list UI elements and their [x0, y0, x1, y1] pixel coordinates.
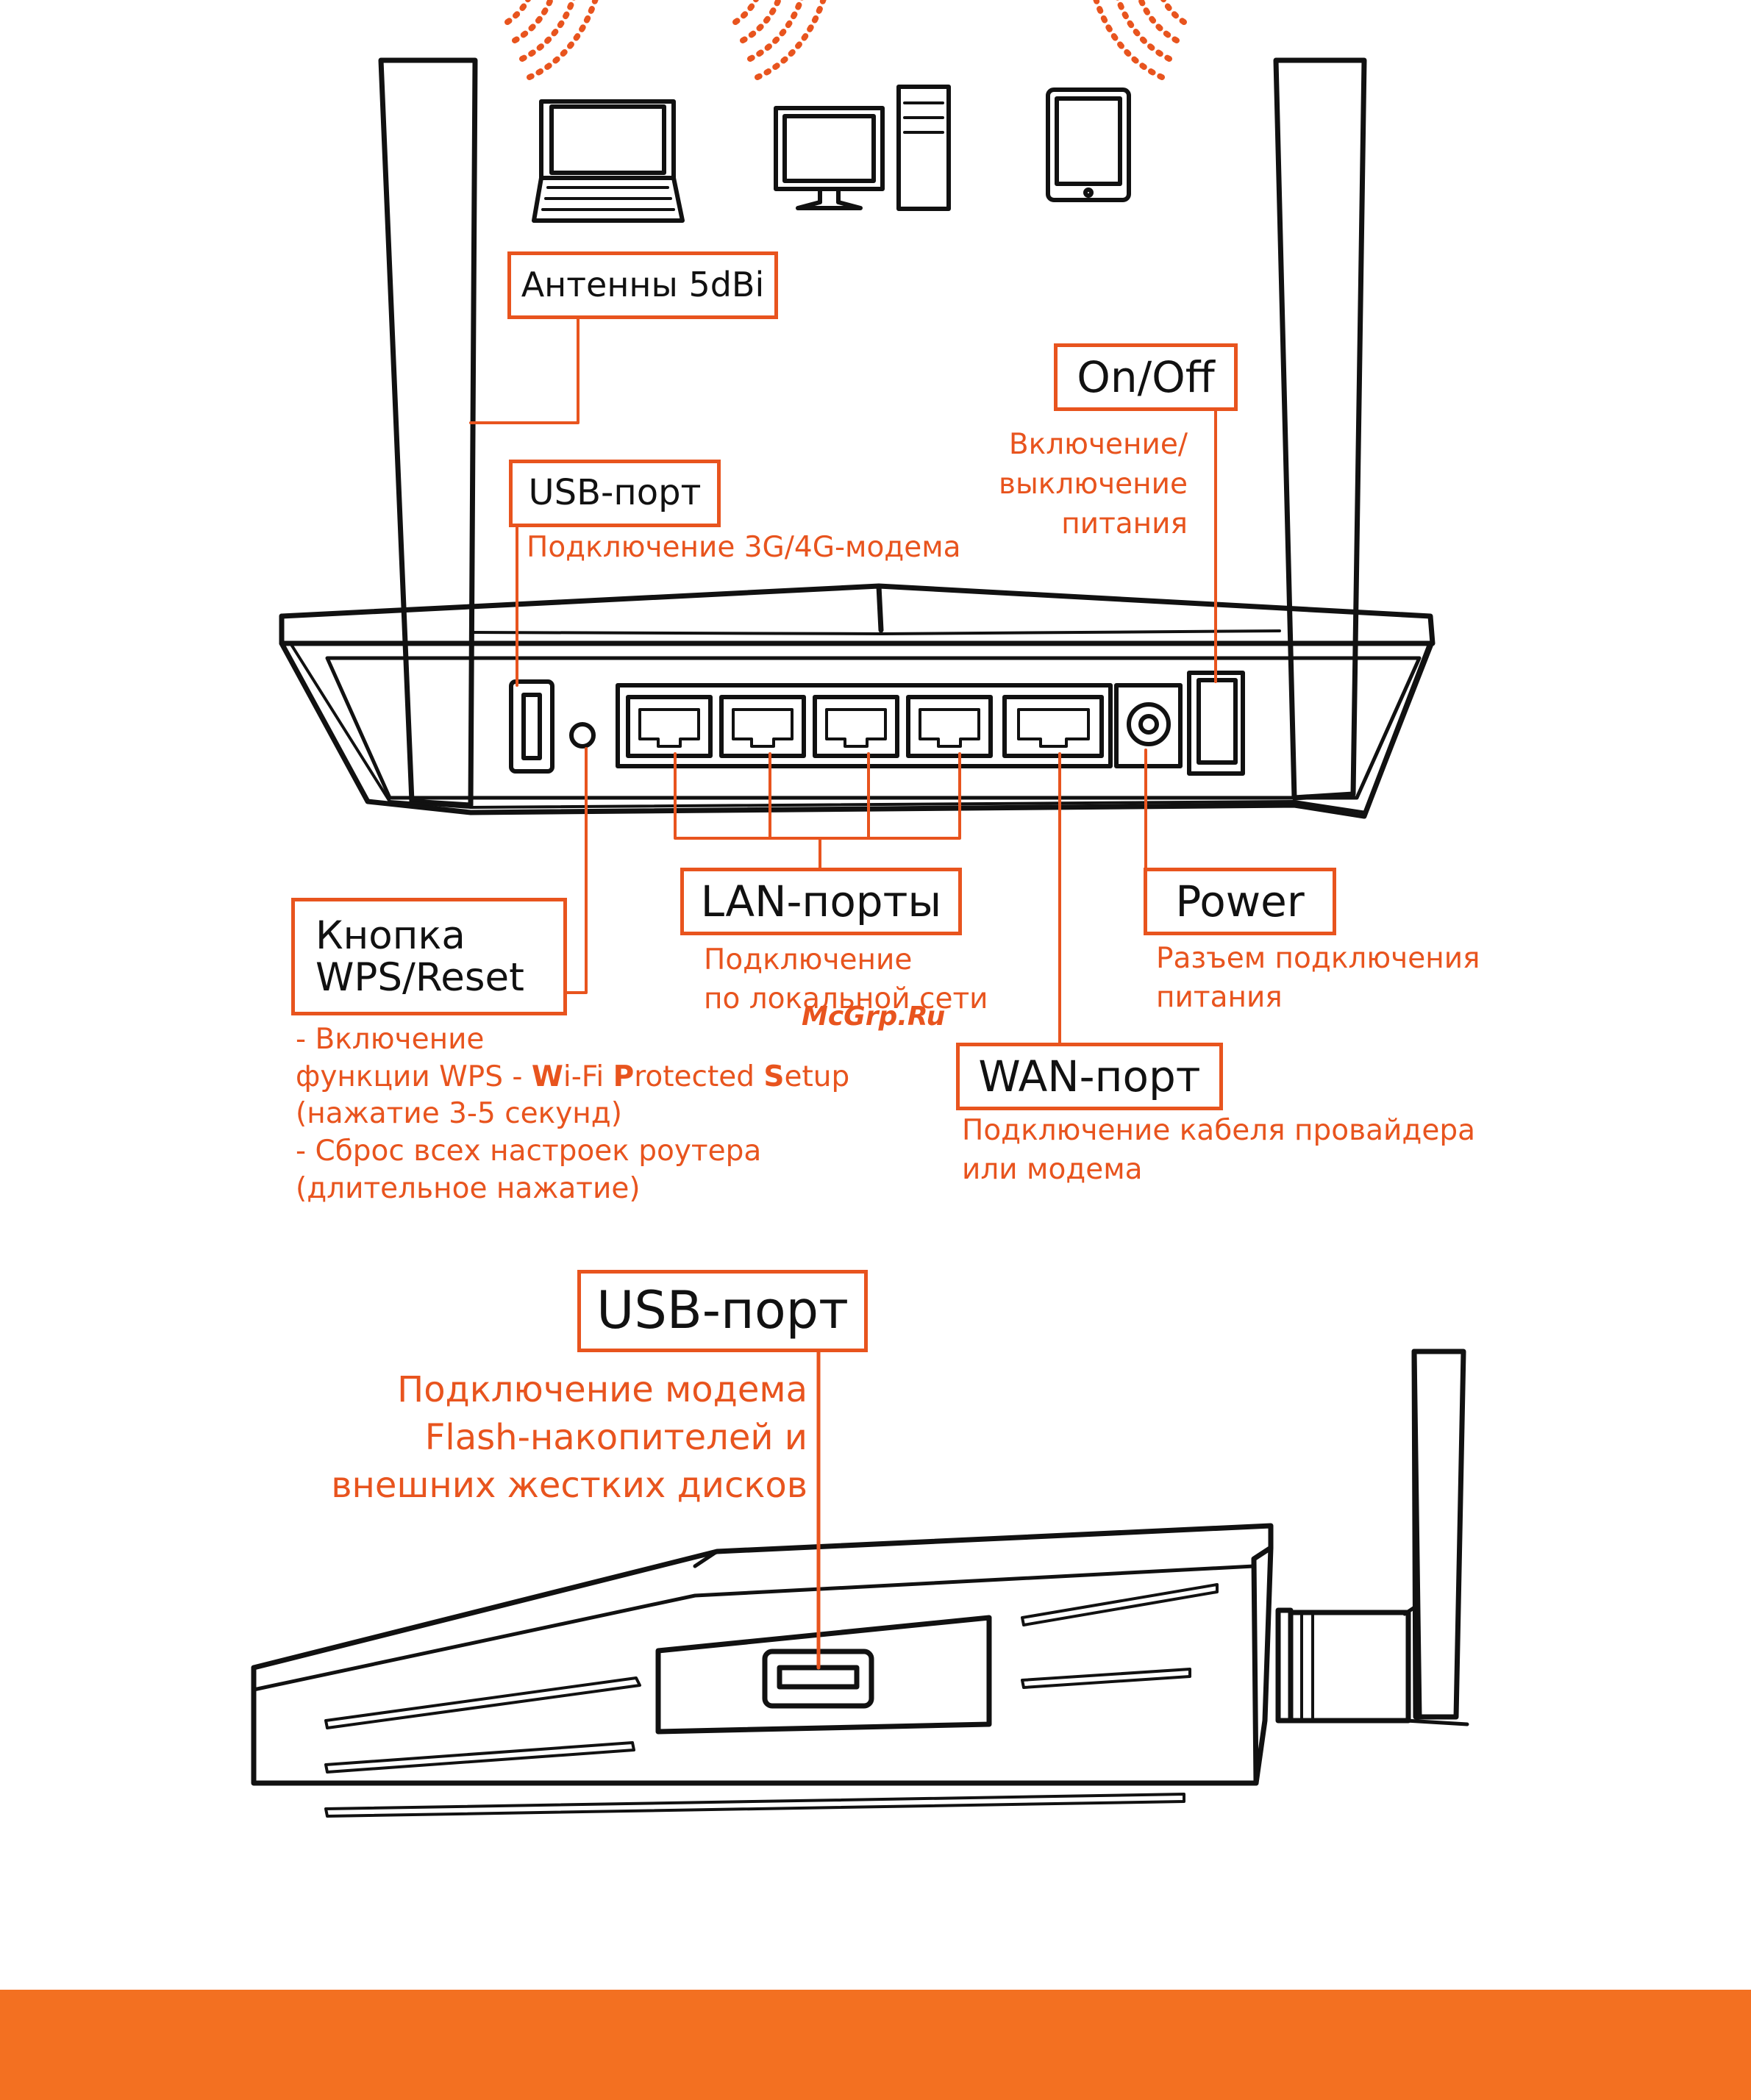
usb-port-description: Подключение 3G/4G-модема — [527, 531, 961, 564]
wps-reset-label: Кнопка WPS/Reset — [291, 898, 567, 1015]
wps-reset-label-line: WPS/Reset — [315, 955, 524, 1000]
on-off-desc-line: Включение/ — [1008, 428, 1188, 461]
laptop-icon — [532, 99, 685, 223]
on-off-desc-line: питания — [1061, 507, 1188, 540]
usb-port-side-label: USB-порт — [577, 1270, 868, 1352]
usb-side-desc-line: внешних жестких дисков — [331, 1464, 807, 1506]
power-description: Разъем подключения питания — [1156, 940, 1480, 1017]
usb-side-desc-line: Подключение модема — [397, 1369, 807, 1410]
wps-reset-description: - Включение функции WPS - Wi-Fi Protecte… — [296, 1021, 849, 1207]
on-off-label: On/Off — [1054, 343, 1238, 411]
wps-reset-button — [569, 722, 596, 749]
lan-desc-line: Подключение — [704, 943, 913, 976]
antennas-label: Антенны 5dBi — [507, 251, 778, 319]
usb-port-back — [509, 679, 554, 774]
wps-reset-label-line: Кнопка — [315, 913, 466, 958]
router-side-view — [251, 1349, 1469, 1818]
on-off-desc-line: выключение — [999, 467, 1188, 501]
wps-desc-line: - Включение — [296, 1023, 485, 1056]
on-off-switch — [1187, 671, 1245, 776]
wan-port-description: Подключение кабеля провайдера или модема — [962, 1112, 1475, 1189]
power-label: Power — [1144, 868, 1336, 935]
usb-side-desc-line: Flash-накопителей и — [424, 1416, 807, 1458]
lan-ports-block — [616, 683, 1113, 768]
router-back-body — [279, 583, 1436, 819]
wps-desc-line: - Сброс всех настроек роутера — [296, 1135, 762, 1168]
wifi-signal-icons — [504, 0, 1187, 80]
wan-port-label: WAN-порт — [956, 1043, 1223, 1110]
power-desc-line: питания — [1156, 980, 1283, 1014]
antenna-left — [378, 57, 478, 808]
tablet-icon — [1046, 88, 1131, 202]
lan-ports-label: LAN-порты — [680, 868, 962, 935]
antenna-right — [1273, 57, 1367, 801]
usb-port-side-description: Подключение модема Flash-накопителей и в… — [279, 1366, 807, 1509]
wan-desc-line: или модема — [962, 1152, 1143, 1186]
footer-bar — [0, 1990, 1751, 2100]
power-jack — [1114, 683, 1183, 768]
wps-desc-line: функции WPS - Wi-Fi Protected Setup — [296, 1060, 850, 1093]
usb-port-label: USB-порт — [509, 460, 721, 527]
power-desc-line: Разъем подключения — [1156, 942, 1480, 975]
wan-desc-line: Подключение кабеля провайдера — [962, 1114, 1475, 1147]
callout-lines — [469, 315, 1217, 1049]
lan-desc-line: по локальной сети — [704, 982, 988, 1015]
wps-desc-line: (нажатие 3-5 секунд) — [296, 1097, 622, 1131]
watermark: McGrp.Ru — [802, 1001, 946, 1032]
wps-desc-line: (длительное нажатие) — [296, 1171, 641, 1205]
lan-ports-description: Подключение по локальной сети — [704, 941, 988, 1018]
on-off-description: Включение/ выключение питания — [934, 425, 1188, 543]
desktop-computer-icon — [774, 85, 951, 211]
